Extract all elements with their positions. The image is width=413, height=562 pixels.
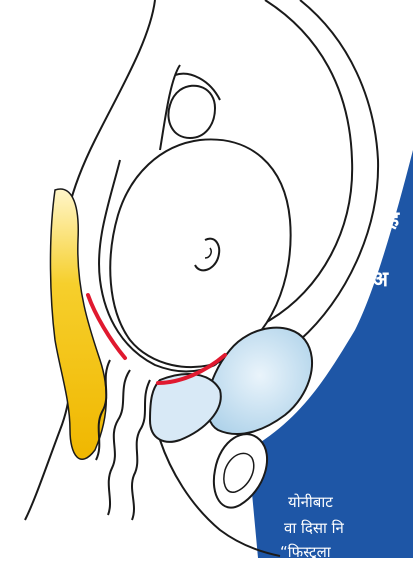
panel-body-line-2: वा दिसा नि <box>284 518 344 538</box>
panel-heading-line-2: अ <box>372 265 388 293</box>
fetal-fist <box>168 86 215 138</box>
panel-heading-line-1: ह <box>388 205 399 233</box>
vaginal-wall-front <box>132 380 150 520</box>
panel-body-line-3: “फिस्टुला <box>280 542 331 562</box>
vaginal-wall-back <box>108 370 130 515</box>
rectum-icon <box>50 189 106 459</box>
panel-body-line-1: योनीबाट <box>288 492 333 512</box>
